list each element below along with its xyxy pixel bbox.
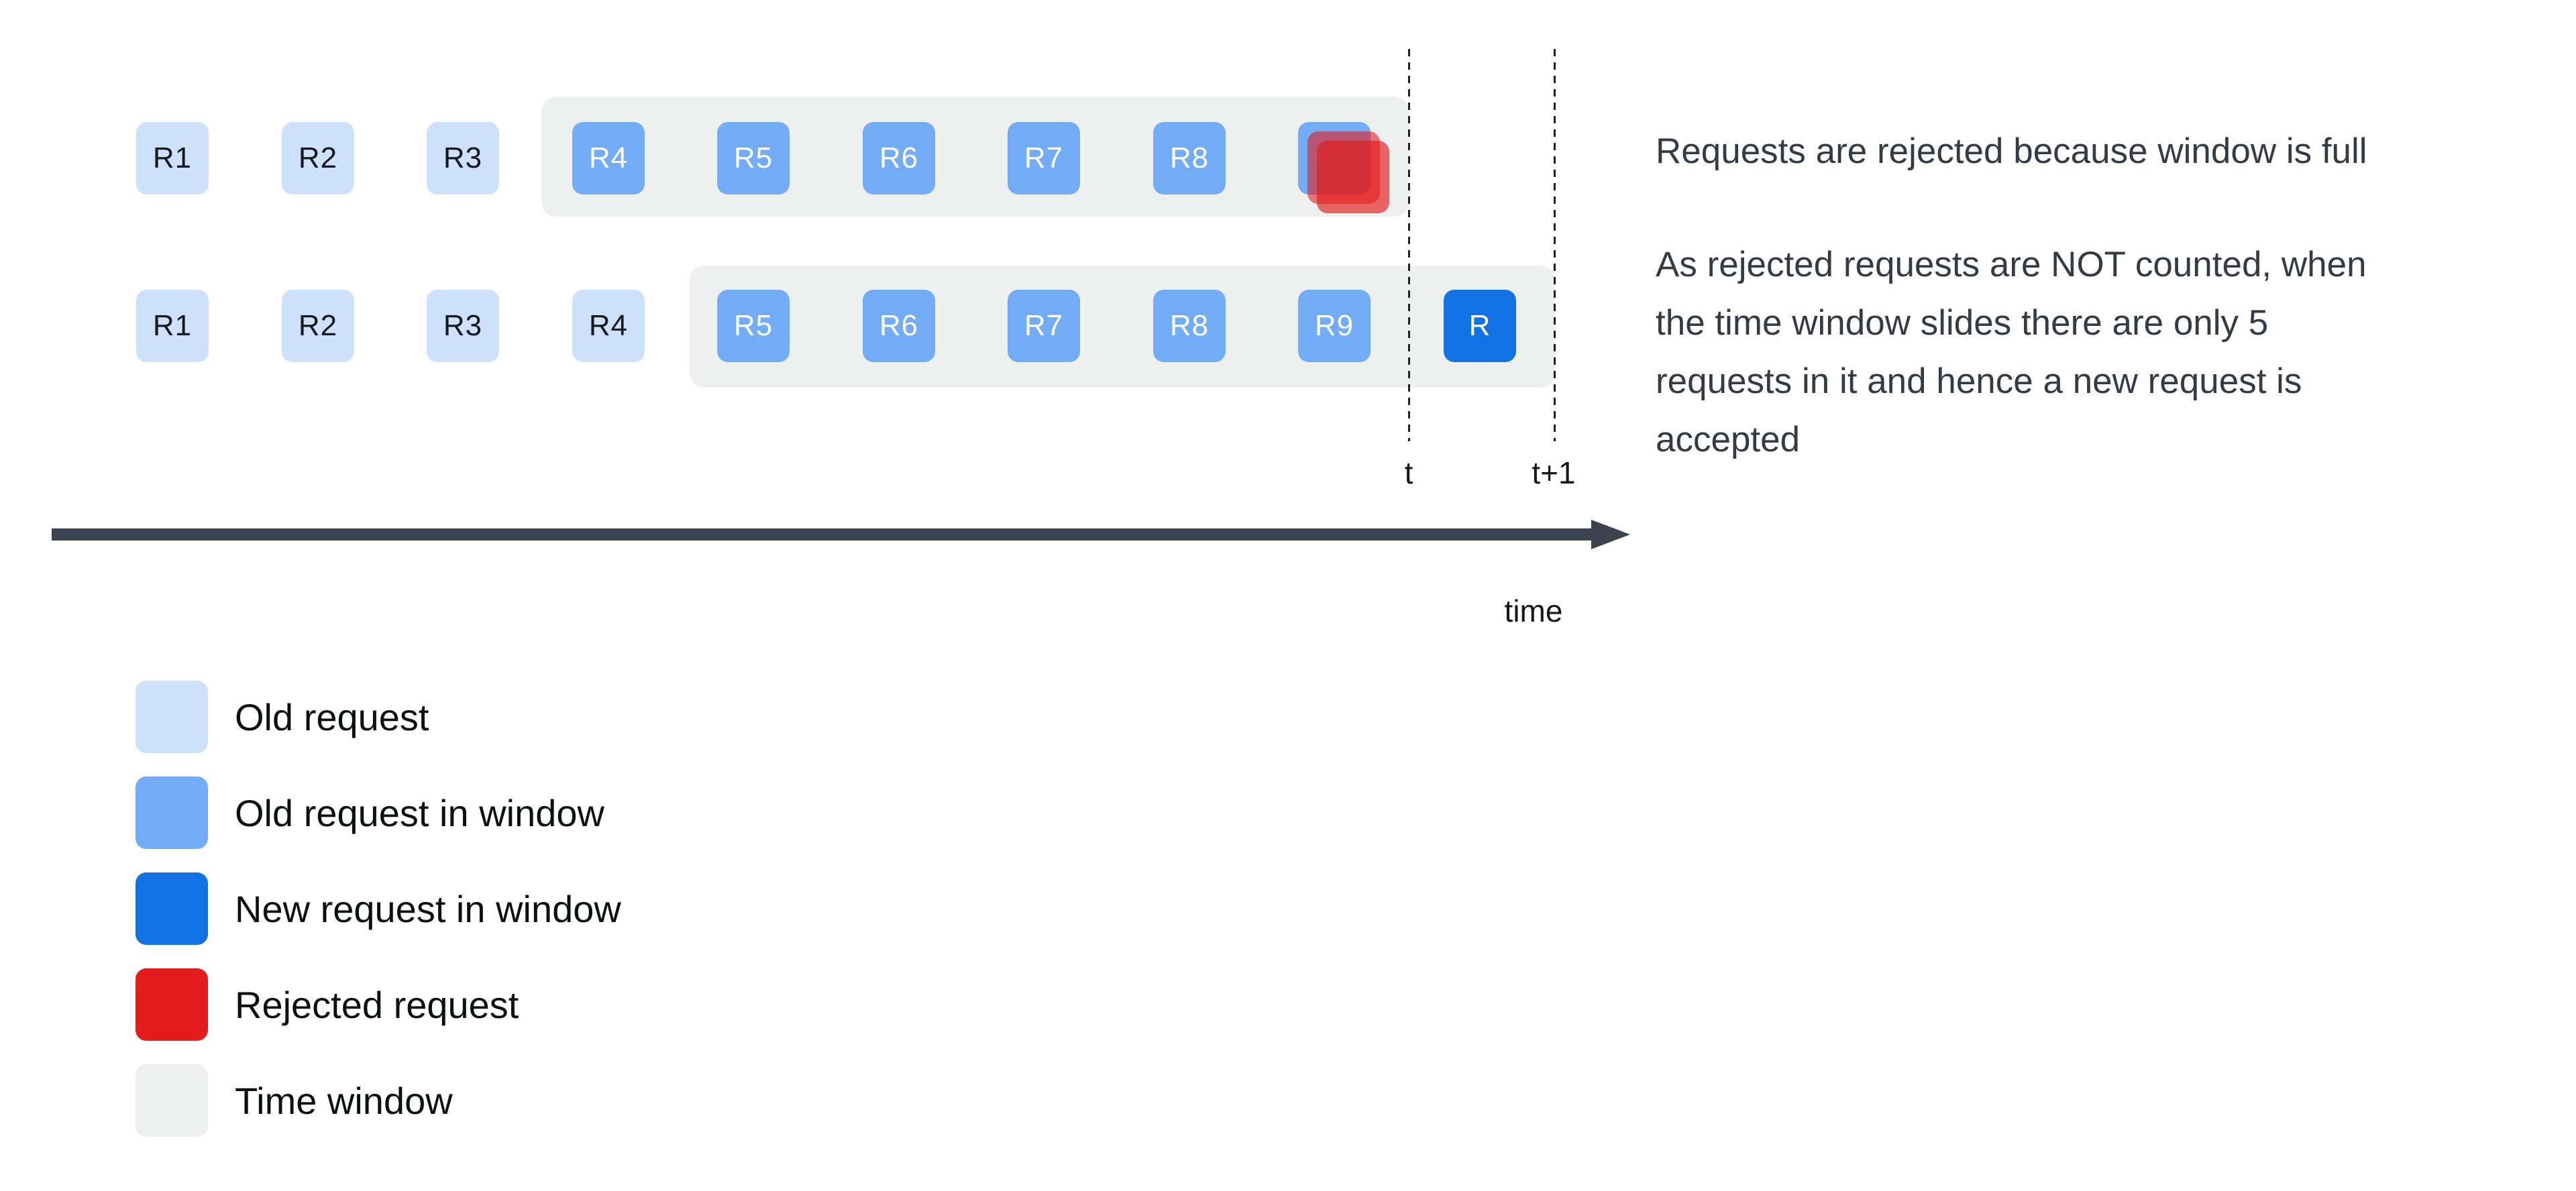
legend-label: New request in window	[235, 887, 621, 930]
old-request-swatch	[136, 681, 208, 753]
rejected-request-swatch	[136, 968, 208, 1041]
new-request-in-window-swatch	[136, 872, 208, 945]
row1-request-box-r3: R3	[427, 122, 499, 194]
row1-request-box-r6: R6	[863, 122, 935, 194]
annotation-p2-line3: requests in it and hence a new request i…	[1656, 361, 2302, 401]
row2-request-box-r8: R8	[1153, 290, 1226, 362]
row2-request-box-r6: R6	[863, 290, 935, 362]
annotation-paragraph-1: Requests are rejected because window is …	[1656, 131, 2367, 171]
row2-request-box-r3: R3	[427, 290, 499, 362]
legend-label: Old request in window	[235, 791, 604, 834]
row1-request-box-r2: R2	[282, 122, 354, 194]
time-axis-label: time	[1504, 593, 1563, 628]
row1-request-box-r4: R4	[572, 122, 645, 194]
time-axis-arrowhead-icon	[1591, 520, 1630, 549]
time-window-swatch	[136, 1064, 208, 1137]
time-window-row2	[690, 266, 1555, 388]
t-boundary-line	[1408, 49, 1410, 441]
t-plus-1-label: t+1	[1532, 455, 1576, 490]
legend-item-old-request: Old request	[136, 681, 429, 753]
row2-request-box-r5: R5	[717, 290, 790, 362]
rejected-request-overlay-2	[1317, 141, 1389, 213]
annotation-p2-line2: the time window slides there are only 5	[1656, 303, 2269, 343]
t-label: t	[1404, 455, 1413, 490]
row2-request-box-r9: R9	[1298, 290, 1371, 362]
row1-request-box-r7: R7	[1008, 122, 1080, 194]
row2-request-box-r7: R7	[1008, 290, 1080, 362]
legend-label: Time window	[235, 1079, 453, 1122]
legend-label: Rejected request	[235, 983, 519, 1026]
annotation-paragraph-2: As rejected requests are NOT counted, wh…	[1656, 235, 2494, 469]
annotation-p2-line1: As rejected requests are NOT counted, wh…	[1656, 245, 2367, 284]
time-window-row1	[541, 97, 1409, 217]
t-plus-1-boundary-line	[1554, 49, 1556, 441]
row2-request-box-r1: R1	[136, 290, 209, 362]
row2-new-request-box: R	[1444, 290, 1516, 362]
old-request-in-window-swatch	[136, 777, 208, 849]
legend-item-time-window: Time window	[136, 1064, 453, 1137]
row2-request-box-r4: R4	[572, 290, 645, 362]
row1-request-box-r8: R8	[1153, 122, 1226, 194]
legend-label: Old request	[235, 695, 429, 738]
row1-request-box-r1: R1	[136, 122, 209, 194]
row2-request-box-r2: R2	[282, 290, 354, 362]
legend-item-new-request-in-window: New request in window	[136, 872, 621, 945]
time-axis-arrow	[52, 528, 1591, 541]
row1-request-box-r5: R5	[717, 122, 790, 194]
annotation-p2-line4: accepted	[1656, 420, 1801, 459]
legend-item-old-request-in-window: Old request in window	[136, 777, 604, 849]
annotation-text-block: Requests are rejected because window is …	[1656, 122, 2494, 469]
legend-item-rejected-request: Rejected request	[136, 968, 519, 1041]
